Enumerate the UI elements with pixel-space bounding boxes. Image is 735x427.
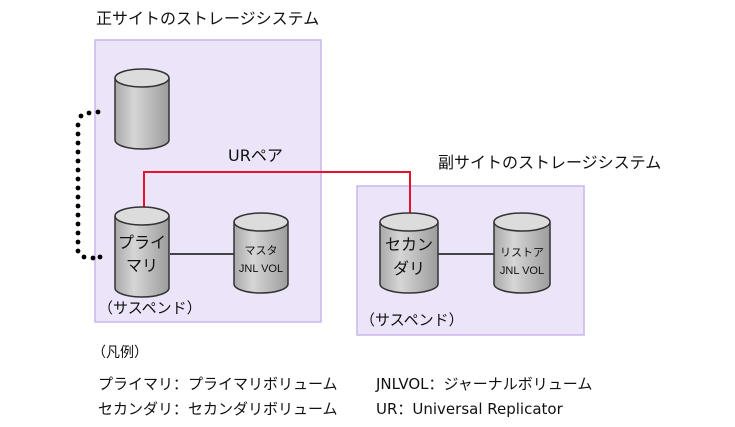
secondary-volume-label-line2: ダリ — [393, 259, 425, 278]
secondary-volume-label-line1: セカン — [385, 235, 433, 254]
legend-secondary-definition: セカンダリ：セカンダリボリューム — [98, 400, 338, 418]
secondary-status-label: （サスペンド） — [360, 311, 464, 329]
master-jnl-label-line1: マスタ — [245, 244, 278, 257]
legend-jnlvol-definition: JNLVOL：ジャーナルボリューム — [375, 375, 592, 393]
secondary-volume-cylinder-icon — [379, 212, 439, 294]
secondary-site-title: 副サイトのストレージシステム — [438, 153, 661, 172]
primary-volume-label-line2: マリ — [126, 256, 158, 275]
ur-pair-line — [143, 171, 411, 213]
ur-pair-label: URペア — [228, 146, 283, 165]
primary-status-label: （サスペンド） — [98, 299, 202, 317]
primary-site-title: 正サイトのストレージシステム — [96, 9, 319, 28]
master-jnl-label-line2: JNL VOL — [239, 263, 283, 275]
restore-jnl-cylinder-icon — [493, 212, 551, 294]
primary-volume-cylinder-icon — [114, 206, 170, 298]
legend-ur-definition: UR：Universal Replicator — [376, 400, 564, 418]
restore-jnl-label-line1: リストア — [500, 247, 544, 259]
restore-jnl-label-line2: JNL VOL — [500, 265, 544, 277]
legend-primary-definition: プライマリ：プライマリボリューム — [98, 375, 338, 393]
master-jnl-cylinder-icon — [233, 212, 289, 294]
legend-heading: （凡例） — [92, 345, 148, 361]
primary-volume-label-line1: プライ — [118, 233, 166, 252]
dotted-bracket — [75, 109, 103, 261]
primary-upper-cylinder-icon — [114, 68, 170, 150]
